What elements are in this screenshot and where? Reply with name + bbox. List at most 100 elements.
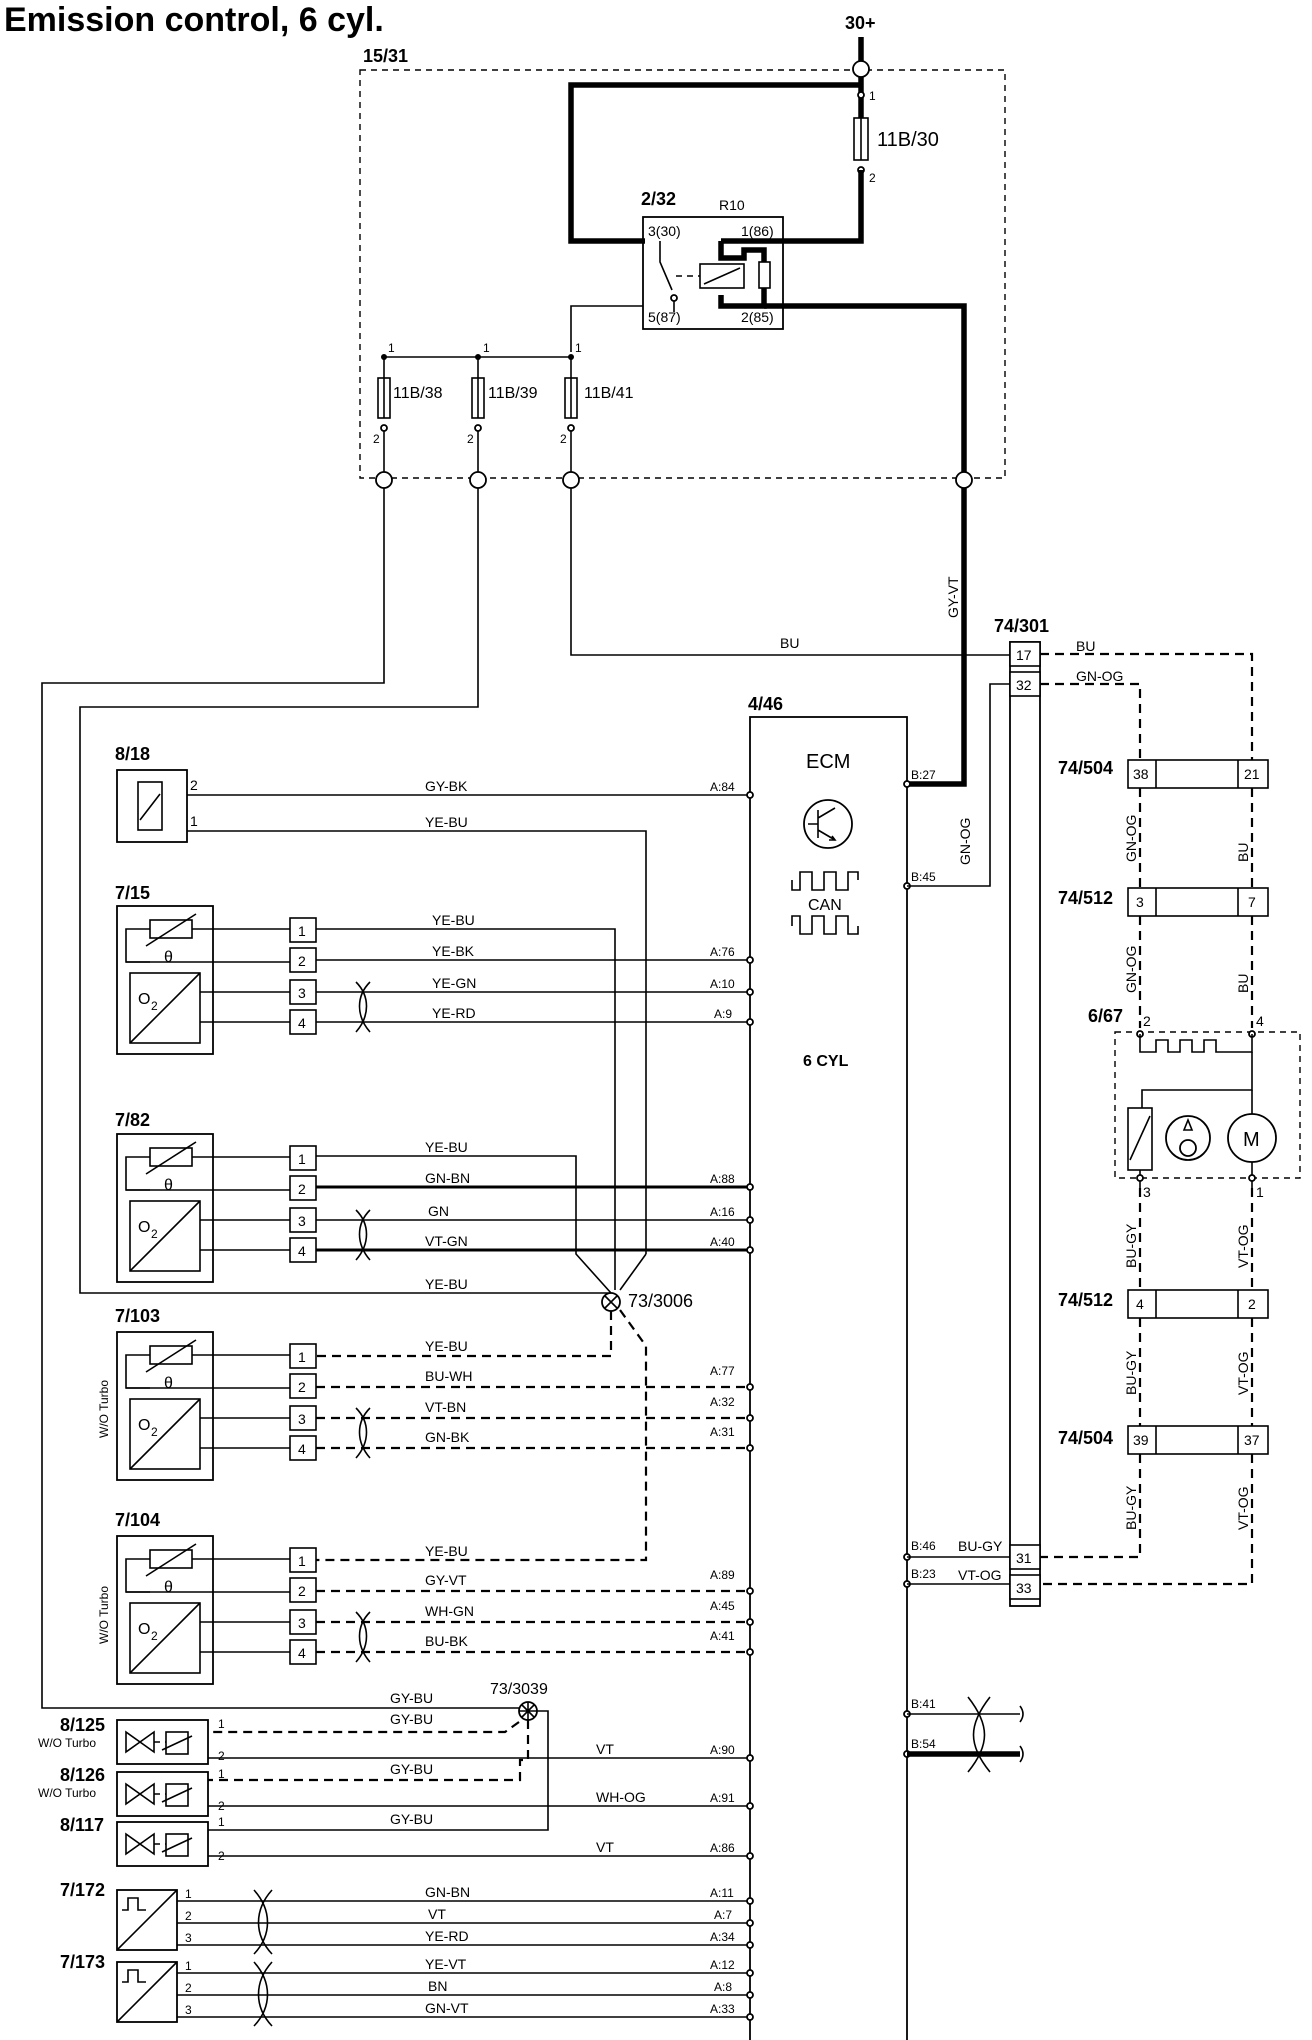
wire-label-vt-og-d: VT-OG <box>1235 1351 1251 1395</box>
c7-172-ref: 7/172 <box>60 1880 105 1900</box>
twist-715-icon <box>355 981 371 1033</box>
c7-104-o2-sub: 2 <box>151 1629 158 1643</box>
svg-text:1: 1 <box>869 89 876 103</box>
svg-text:2: 2 <box>298 1181 306 1197</box>
can-twist-icon <box>967 1696 991 1773</box>
wire-label-ye-bu-782: YE-BU <box>425 1139 468 1155</box>
twist-782-icon <box>355 1209 371 1261</box>
svg-text:1: 1 <box>298 1349 306 1365</box>
ecm-pin-a76: A:76 <box>710 945 735 959</box>
wire-label-ye-bk: YE-BK <box>432 943 475 959</box>
svg-text:2: 2 <box>298 1583 306 1599</box>
ecm-pin-a40: A:40 <box>710 1235 735 1249</box>
svg-text:2: 2 <box>560 432 567 446</box>
svg-text:2: 2 <box>373 432 380 446</box>
c7-103-theta: θ <box>164 1375 173 1392</box>
wire-label-wh-gn: WH-GN <box>425 1603 474 1619</box>
svg-text:3: 3 <box>298 1411 306 1427</box>
ecm-pin-a31: A:31 <box>710 1425 735 1439</box>
leak-pin-2: 2 <box>1143 1013 1151 1029</box>
c8-125-ref: 8/125 <box>60 1715 105 1735</box>
c74-512-bottom-pin-4: 4 <box>1136 1296 1144 1312</box>
wire-label-vt-gn: VT-GN <box>425 1233 468 1249</box>
transistor-icon <box>803 799 853 849</box>
c74-301-pin-17: 17 <box>1016 647 1032 663</box>
c8-125-wo-turbo: W/O Turbo <box>38 1736 96 1750</box>
c7-104-ref: 7/104 <box>115 1510 160 1530</box>
ecm-pin-a84: A:84 <box>710 780 735 794</box>
ecm-pin-a41: A:41 <box>710 1629 735 1643</box>
wire-label-gy-bk: GY-BK <box>425 778 468 794</box>
c7-104-o2-cell-icon: O 2 <box>129 1602 201 1674</box>
c74-504-bottom-pin-37: 37 <box>1244 1432 1260 1448</box>
relay-box <box>642 216 784 330</box>
c74-504-bottom-box <box>1127 1425 1269 1455</box>
c8-18-ref: 8/18 <box>115 744 150 764</box>
wire-label-ye-bu-splice: YE-BU <box>425 1276 468 1292</box>
svg-text:2: 2 <box>298 1379 306 1395</box>
c7-82-heater-icon: θ <box>125 1141 197 1194</box>
relay-pin-2-85: 2(85) <box>741 309 774 325</box>
relay-pin-1-86: 1(86) <box>741 223 774 239</box>
ecm-pin-a86: A:86 <box>710 1841 735 1855</box>
c7-103-box <box>116 1331 214 1481</box>
c7-15-connector: 12 34 <box>289 917 317 1035</box>
wire-label-bu-feed: BU <box>780 635 799 651</box>
c7-173-ref: 7/173 <box>60 1952 105 1972</box>
svg-text:3: 3 <box>185 1931 192 1945</box>
wire-label-bu-gy-e: BU-GY <box>1123 1485 1139 1530</box>
wire-label-bu-gy-d: BU-GY <box>1123 1350 1139 1395</box>
leak-module-ref: 6/67 <box>1088 1006 1123 1026</box>
motor-label: M <box>1243 1129 1260 1151</box>
svg-text:2: 2 <box>185 1909 192 1923</box>
c8-117-box <box>116 1821 209 1867</box>
c74-504-top-pin-38: 38 <box>1133 766 1149 782</box>
c7-15-o2-sub: 2 <box>151 999 158 1013</box>
svg-text:1: 1 <box>388 341 395 355</box>
wire-label-wh-og: WH-OG <box>596 1789 646 1805</box>
c74-301-pin-32: 32 <box>1016 677 1032 693</box>
wire-label-gn-vt: GN-VT <box>425 2000 469 2016</box>
wire-label-bu-gy-b46: BU-GY <box>958 1538 1003 1554</box>
wire-label-vt-og-b23: VT-OG <box>958 1567 1002 1583</box>
fuse-box-outline <box>359 69 1006 479</box>
fuse-11b-38: 1 2 11B/38 <box>373 341 443 472</box>
twist-7172-icon <box>253 1889 273 1955</box>
wire-label-ye-bu-7103: YE-BU <box>425 1338 468 1354</box>
ecm-pin-b41: B:41 <box>911 1697 936 1711</box>
svg-text:2: 2 <box>185 1981 192 1995</box>
wire-label-ye-bu-715: YE-BU <box>432 912 475 928</box>
c7-15-o2-cell-icon: O 2 <box>129 972 201 1044</box>
svg-text:3: 3 <box>298 985 306 1001</box>
ecm-pin-a32: A:32 <box>710 1395 735 1409</box>
svg-text:3: 3 <box>298 1213 306 1229</box>
wire-label-gn-og-b: GN-OG <box>1123 946 1139 993</box>
svg-text:1: 1 <box>185 1887 192 1901</box>
wire-label-bu-wh: BU-WH <box>425 1368 472 1384</box>
ecm-pin-b54: B:54 <box>911 1737 936 1751</box>
svg-text:1: 1 <box>298 1553 306 1569</box>
ecm-pin-a91: A:91 <box>710 1791 735 1805</box>
fuse-11b-38-label: 11B/38 <box>393 385 443 402</box>
wire-label-bu-b: BU <box>1235 974 1251 993</box>
fuse-box-ref: 15/31 <box>363 46 408 66</box>
c7-103-o2: O <box>138 1417 150 1434</box>
wire-label-gn-bn-782: GN-BN <box>425 1170 470 1186</box>
ecm-pin-b45: B:45 <box>911 870 936 884</box>
c8-117-valve-icon <box>125 1832 155 1856</box>
c8-18-box <box>116 769 188 843</box>
can-wave-bottom-icon <box>791 915 859 935</box>
wire-label-gn: GN <box>428 1203 449 1219</box>
wire-label-ye-vt: YE-VT <box>425 1956 467 1972</box>
c7-15-box <box>116 905 214 1055</box>
wire-label-gn-og-32: GN-OG <box>1076 668 1123 684</box>
c7-172-pulse-icon <box>122 1897 146 1911</box>
wire-label-ye-gn: YE-GN <box>432 975 476 991</box>
relay-resistor <box>758 261 771 289</box>
ecm-pin-a89: A:89 <box>710 1568 735 1582</box>
c8-125-valve-icon <box>125 1730 155 1754</box>
svg-text:4: 4 <box>298 1243 306 1259</box>
c7-104-theta: θ <box>164 1579 173 1596</box>
wire-label-vt-og-e: VT-OG <box>1235 1486 1251 1530</box>
